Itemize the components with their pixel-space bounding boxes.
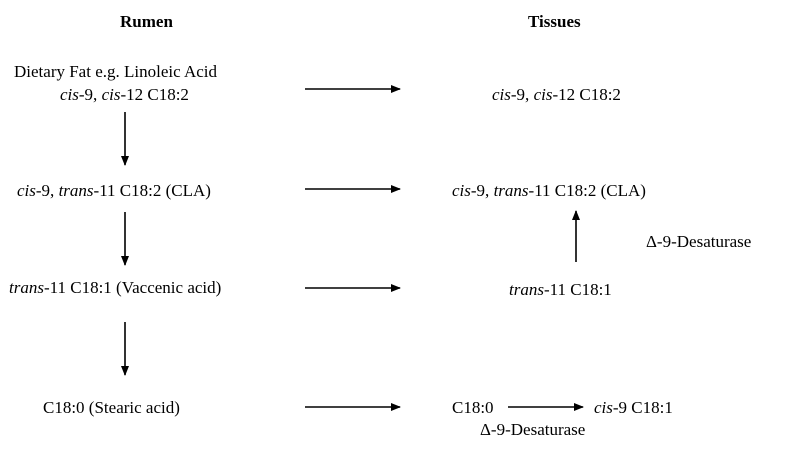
dietary-fat-label: Dietary Fat e.g. Linoleic Acid: [14, 62, 217, 81]
tissue-oleic-label: cis-9 C18:1: [594, 398, 673, 417]
rumen-cla-label: cis-9, trans-11 C18:2 (CLA): [17, 181, 211, 200]
tissue-trans11-label: trans-11 C18:1: [509, 280, 612, 299]
desaturase-label-lower: Δ-9-Desaturase: [480, 420, 586, 439]
desaturase-label-upper: Δ-9-Desaturase: [646, 232, 752, 251]
rumen-linoleic-label: cis-9, cis-12 C18:2: [60, 85, 189, 104]
tissues-header: Tissues: [528, 12, 581, 31]
tissue-linoleic-label: cis-9, cis-12 C18:2: [492, 85, 621, 104]
rumen-header: Rumen: [120, 12, 173, 31]
tissue-cla-label: cis-9, trans-11 C18:2 (CLA): [452, 181, 646, 200]
rumen-vaccenic-label: trans-11 C18:1 (Vaccenic acid): [9, 278, 222, 297]
tissue-c180-label: C18:0: [452, 398, 494, 417]
rumen-stearic-label: C18:0 (Stearic acid): [43, 398, 180, 417]
